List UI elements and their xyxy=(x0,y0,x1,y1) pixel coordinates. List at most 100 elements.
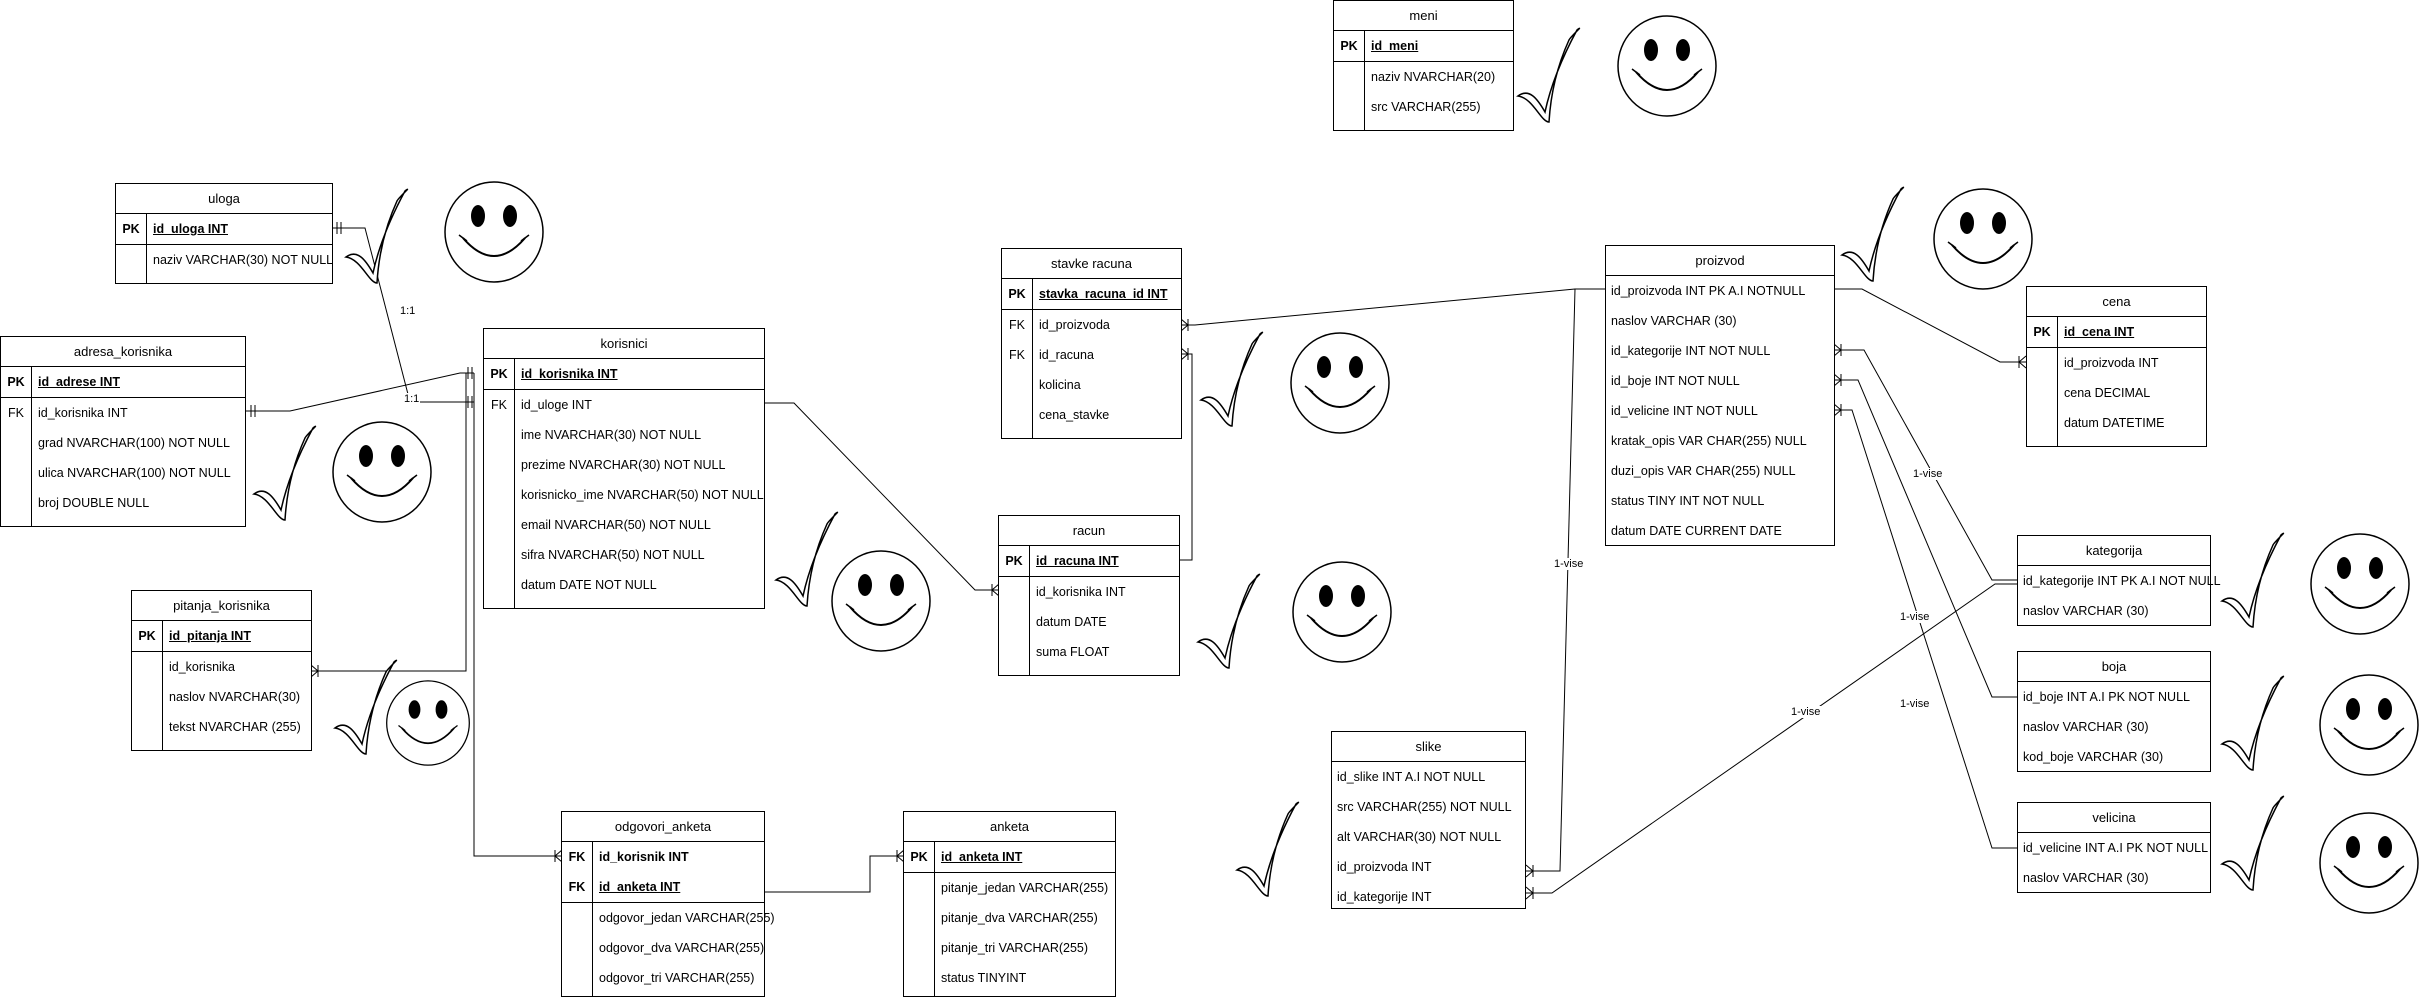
table-row[interactable]: naziv VARCHAR(30) NOT NULL xyxy=(116,245,333,275)
field-name: prezime NVARCHAR(30) NOT NULL xyxy=(521,458,726,472)
table-row[interactable]: datum DATE NOT NULL xyxy=(484,570,764,600)
table-row[interactable]: odgovor_jedan VARCHAR(255) xyxy=(562,903,775,933)
table-row[interactable]: status TINY INT NOT NULL xyxy=(1606,486,1834,516)
table-row[interactable]: src VARCHAR(255) xyxy=(1334,92,1513,122)
table-row[interactable]: kolicina xyxy=(1002,370,1181,400)
relation-label-boja-proizvod: 1-vise xyxy=(1899,611,1931,623)
table-row[interactable]: status TINYINT xyxy=(904,963,1115,993)
field-name: id_pitanja INT xyxy=(169,629,251,643)
table-row[interactable]: kratak_opis VAR CHAR(255) NULL xyxy=(1606,426,1834,456)
table-row[interactable]: email NVARCHAR(50) NOT NULL xyxy=(484,510,764,540)
table-row[interactable]: grad NVARCHAR(100) NOT NULL xyxy=(1,428,245,458)
table-row[interactable]: naslov VARCHAR (30) xyxy=(2018,596,2210,626)
table-row[interactable]: id_velicine INT A.I PK NOT NULL xyxy=(2018,833,2210,863)
table-row[interactable]: odgovor_tri VARCHAR(255) xyxy=(562,963,764,993)
table-row[interactable]: odgovor_dva VARCHAR(255) xyxy=(562,933,764,963)
table-row[interactable]: ime NVARCHAR(30) NOT NULL xyxy=(484,420,764,450)
table-row[interactable]: naziv NVARCHAR(20) xyxy=(1334,62,1513,92)
field-name: id_racuna INT xyxy=(1036,554,1119,568)
table-row[interactable]: suma FLOAT xyxy=(999,637,1179,667)
field-name: id_racuna xyxy=(1039,348,1094,362)
table-row[interactable]: FK id_racuna xyxy=(1002,340,1181,370)
key-marker: PK xyxy=(490,367,508,381)
table-row[interactable]: id_korisnika xyxy=(132,652,311,682)
table-row[interactable]: id_proizvoda INT PK A.I NOTNULL xyxy=(1606,276,1834,306)
checkmark-icon xyxy=(333,659,398,755)
table-row[interactable]: naslov VARCHAR (30) xyxy=(2018,712,2210,742)
table-row[interactable]: id_kategorije INT PK A.I NOT NULL xyxy=(2018,566,2221,596)
table-row[interactable]: naslov NVARCHAR(30) xyxy=(132,682,311,712)
field-name: id_boje INT A.I PK NOT NULL xyxy=(2023,690,2190,704)
table-row[interactable]: id_proizvoda INT xyxy=(2027,348,2206,378)
key-column-divider xyxy=(1364,31,1365,130)
table-row[interactable]: cena_stavke xyxy=(1002,400,1181,430)
table-row[interactable]: duzi_opis VAR CHAR(255) NULL xyxy=(1606,456,1834,486)
table-row[interactable]: alt VARCHAR(30) NOT NULL xyxy=(1332,822,1525,852)
table-row[interactable]: cena DECIMAL xyxy=(2027,378,2206,408)
field-name: id_kategorije INT PK A.I NOT NULL xyxy=(2023,574,2221,588)
table-row[interactable]: id_boje INT NOT NULL xyxy=(1606,366,1834,396)
table-row[interactable]: ulica NVARCHAR(100) NOT NULL xyxy=(1,458,245,488)
table-row[interactable]: src VARCHAR(255) NOT NULL xyxy=(1332,792,1525,822)
table-row[interactable]: id_slike INT A.I NOT NULL xyxy=(1332,762,1525,792)
table-row[interactable]: pitanje_tri VARCHAR(255) xyxy=(904,933,1115,963)
table-row[interactable]: datum DATE xyxy=(999,607,1179,637)
table-row[interactable]: datum DATETIME xyxy=(2027,408,2206,438)
field-name: pitanje_jedan VARCHAR(255) xyxy=(941,881,1109,895)
table-row[interactable]: id_kategorije INT NOT NULL xyxy=(1606,336,1834,366)
table-row[interactable]: pitanje_jedan VARCHAR(255) xyxy=(904,873,1115,903)
field-name: src VARCHAR(255) xyxy=(1371,100,1481,114)
table-row[interactable]: id_velicine INT NOT NULL xyxy=(1606,396,1834,426)
key-marker: FK xyxy=(1009,348,1025,362)
table-row[interactable]: tekst NVARCHAR (255) xyxy=(132,712,311,742)
relation-korisnici-racun xyxy=(764,402,999,591)
table-row[interactable]: naslov VARCHAR (30) xyxy=(2018,863,2210,893)
relation-label-velicina-proizvod: 1-vise xyxy=(1899,698,1931,710)
table-row[interactable]: id_kategorije INT xyxy=(1332,882,1525,912)
table-row[interactable]: id_proizvoda INT xyxy=(1332,852,1525,882)
table-row[interactable]: kod_boje VARCHAR (30) xyxy=(2018,742,2210,772)
field-name: id_cena INT xyxy=(2064,325,2135,339)
table-row[interactable]: broj DOUBLE NULL xyxy=(1,488,245,518)
table-row[interactable]: datum DATE CURRENT DATE xyxy=(1606,516,1834,546)
key-column-divider xyxy=(1032,279,1033,438)
table-row[interactable]: id_boje INT A.I PK NOT NULL xyxy=(2018,682,2210,712)
table-row[interactable]: prezime NVARCHAR(30) NOT NULL xyxy=(484,450,764,480)
table-row[interactable]: naslov VARCHAR (30) xyxy=(1606,306,1834,336)
table-row[interactable]: korisnicko_ime NVARCHAR(50) NOT NULL xyxy=(484,480,764,510)
field-name: sifra NVARCHAR(50) NOT NULL xyxy=(521,548,705,562)
table-row[interactable]: sifra NVARCHAR(50) NOT NULL xyxy=(484,540,764,570)
key-marker: FK xyxy=(568,880,586,894)
table-row[interactable]: id_korisnika INT xyxy=(999,577,1179,607)
table-row[interactable]: pitanje_dva VARCHAR(255) xyxy=(904,903,1115,933)
